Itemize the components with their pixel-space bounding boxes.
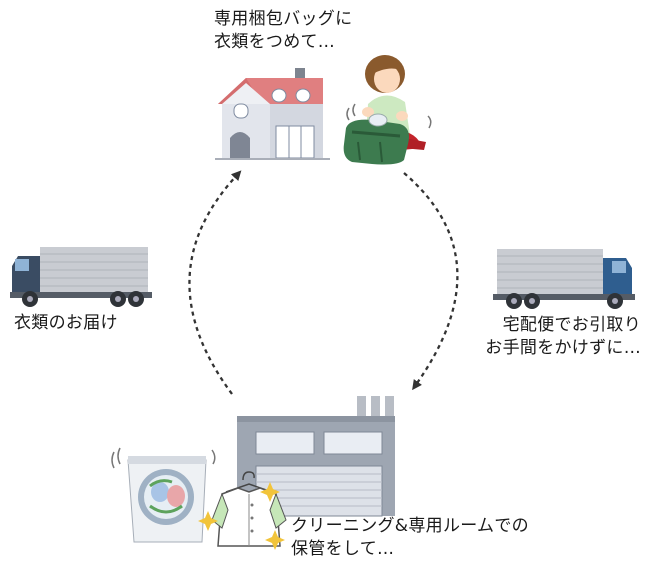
step-packing-line2: 衣類をつめて… xyxy=(214,32,336,52)
step-delivery-line1: 衣類のお届け xyxy=(14,313,118,333)
step-pickup-label: 宅配便でお引取り お手間をかけずに… xyxy=(485,314,641,360)
step-pickup-line1: 宅配便でお引取り xyxy=(502,315,641,335)
truck-icon xyxy=(493,249,635,309)
garment-bag-icon xyxy=(343,113,409,165)
sparkle-icon xyxy=(198,482,285,550)
step-packing-label: 専用梱包バッグに 衣類をつめて… xyxy=(214,8,352,54)
shirt-icon xyxy=(211,471,287,547)
washing-machine-icon xyxy=(111,447,216,543)
step-cleaning-label: クリーニング&専用ルームでの 保管をして… xyxy=(291,515,529,561)
truck-icon xyxy=(10,247,152,307)
step-cleaning-line1: クリーニング&専用ルームでの xyxy=(291,516,529,536)
step-cleaning-line2: 保管をして… xyxy=(291,539,395,559)
arrow-packing-to-pickup xyxy=(403,172,459,391)
house-icon xyxy=(215,68,330,160)
step-packing-line1: 専用梱包バッグに xyxy=(214,9,353,29)
arrow-cleaning-to-packing xyxy=(188,170,242,395)
step-pickup-line2: お手間をかけずに… xyxy=(485,338,641,358)
step-delivery-label: 衣類のお届け xyxy=(14,312,118,335)
